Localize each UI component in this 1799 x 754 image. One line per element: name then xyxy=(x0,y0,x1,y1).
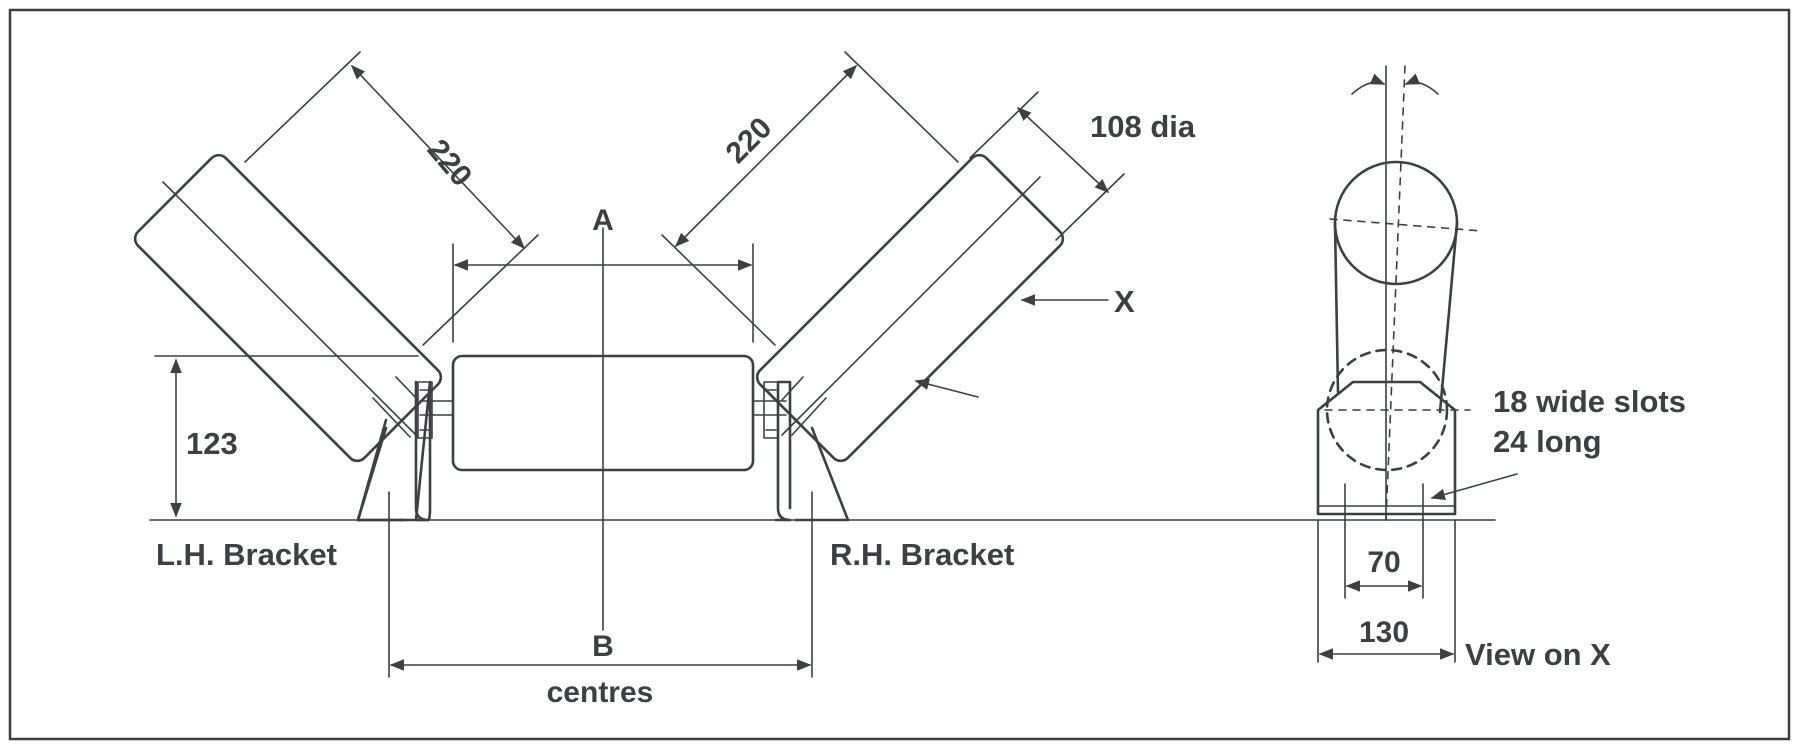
left-wing-roller xyxy=(133,153,443,463)
centres-label: centres xyxy=(547,676,654,709)
lh-bracket xyxy=(356,380,433,522)
roller-leader xyxy=(914,378,979,398)
dim-108-dia xyxy=(969,91,1125,241)
rh-bracket-label: R.H. Bracket xyxy=(830,537,1014,572)
slots-label-line1: 18 wide slots xyxy=(1493,384,1686,419)
dim-108-dia-label: 108 dia xyxy=(1090,109,1196,144)
mark-a: A xyxy=(592,204,614,237)
slots-label-line2: 24 long xyxy=(1493,424,1602,459)
view-on-x xyxy=(1316,65,1483,521)
rh-bracket xyxy=(763,380,850,522)
dim-123 xyxy=(154,355,419,518)
slots-leader xyxy=(1430,473,1518,501)
mark-b: B xyxy=(592,630,614,663)
view-on-x-label: View on X xyxy=(1465,637,1611,672)
dim-70-label: 70 xyxy=(1367,546,1400,579)
dim-220-left-label: 220 xyxy=(421,133,478,193)
dim-130 xyxy=(1317,519,1456,663)
dim-220-right-label: 220 xyxy=(720,111,779,170)
right-wing-roller xyxy=(755,153,1065,463)
dim-123-label: 123 xyxy=(186,426,238,461)
drawing-border xyxy=(8,8,1791,741)
dim-220-right xyxy=(661,51,959,346)
dim-220-left xyxy=(244,51,539,346)
mark-x: X xyxy=(1114,284,1135,319)
dim-70 xyxy=(1344,483,1424,599)
dim-130-label: 130 xyxy=(1359,616,1409,649)
inner-span-dimension xyxy=(452,243,754,343)
lh-bracket-label: L.H. Bracket xyxy=(156,537,337,572)
centres-dimension xyxy=(388,491,813,678)
